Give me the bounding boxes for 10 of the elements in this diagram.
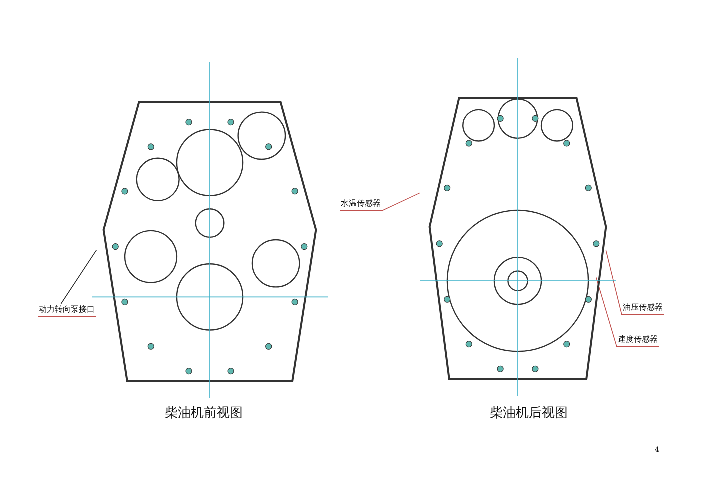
figure-caption: 柴油机后视图: [490, 405, 568, 422]
figure-caption: 柴油机前视图: [165, 405, 243, 422]
leader-line: [60, 250, 98, 304]
leader-line: [596, 277, 618, 348]
part-label: 水温传感器: [340, 198, 382, 211]
part-label: 速度传感器: [617, 334, 659, 347]
leader-line: [606, 250, 622, 316]
leader-line: [382, 192, 420, 212]
part-label: 动力转向泵接口: [38, 304, 96, 317]
part-label: 油压传感器: [622, 302, 664, 315]
